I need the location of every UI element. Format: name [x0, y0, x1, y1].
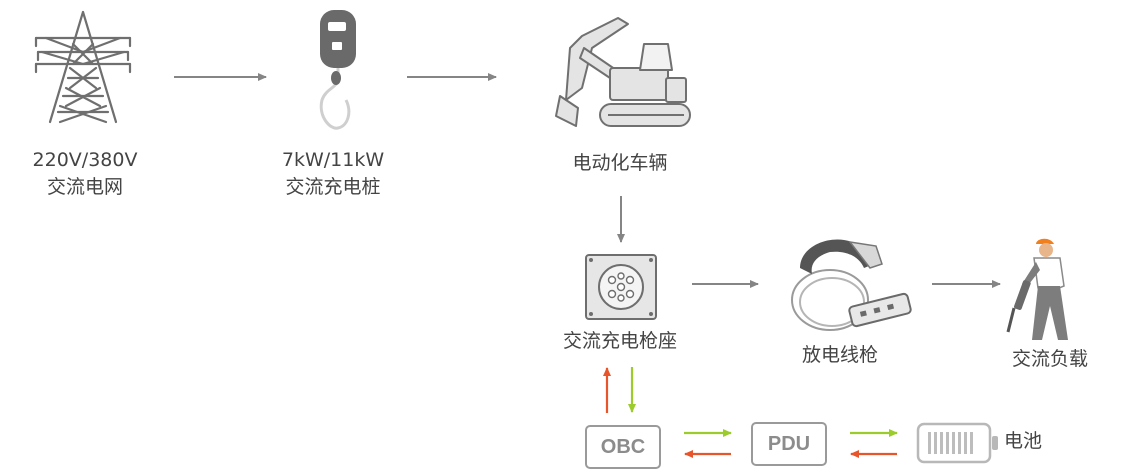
- grid-name-label: 交流电网: [46, 176, 123, 198]
- obc-box: OBC: [585, 425, 661, 469]
- grid-label: 220V/380V 交流电网: [0, 147, 170, 201]
- battery-label: 电池: [1004, 430, 1043, 452]
- charger-label: 7kW/11kW 交流充电桩: [248, 147, 418, 201]
- grid-voltage-label: 220V/380V: [32, 149, 138, 171]
- ac-load-label: 交流负载: [1011, 348, 1088, 370]
- battery-icon: [916, 422, 998, 464]
- charger-name-label: 交流充电桩: [285, 176, 381, 198]
- ev-charger-icon: [319, 10, 356, 130]
- excavator-icon: [555, 17, 691, 127]
- worker-jackhammer-icon: [1006, 238, 1068, 340]
- power-tower-icon: [34, 10, 132, 124]
- pdu-box: PDU: [751, 422, 827, 466]
- vehicle-label: 电动化车辆: [572, 152, 668, 174]
- discharge-gun-icon: [791, 239, 912, 331]
- discharge-gun-label: 放电线枪: [801, 344, 878, 366]
- charger-power-label: 7kW/11kW: [281, 149, 385, 171]
- inlet-label: 交流充电枪座: [562, 330, 677, 352]
- charging-inlet-icon: [585, 254, 657, 320]
